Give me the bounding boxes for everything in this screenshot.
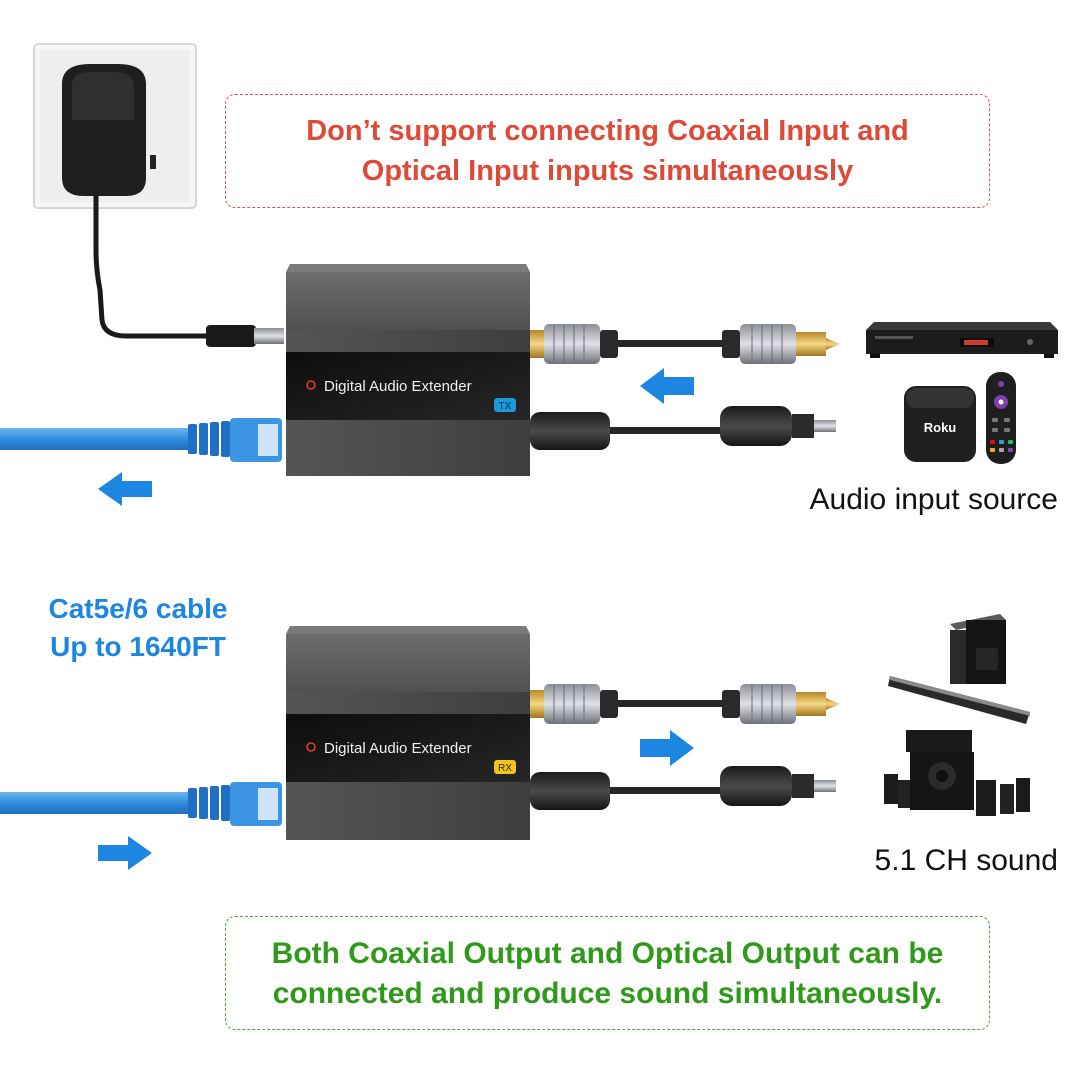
arrow-left-icon-input [640,368,694,404]
streaming-box-brand: Roku [924,420,957,435]
warning-note: Don’t support connecting Coaxial Input a… [225,94,990,208]
rx-badge: RX [498,763,512,774]
network-cable-tx [0,418,282,462]
streaming-box-icon: Roku [904,386,976,462]
remote-control-icon [986,372,1016,464]
transmitter-label: Digital Audio Extender [324,378,472,395]
cable-length: Up to 1640FT [50,631,226,662]
tx-badge-bg [494,398,516,412]
rx-badge-bg [494,760,516,774]
tx-optical-cable [530,406,836,450]
tx-coaxial-cable [530,324,840,364]
network-cable-rx [0,782,282,826]
info-note: Both Coaxial Output and Optical Output c… [225,916,990,1030]
cable-spec-label: Cat5e/6 cable Up to 1640FT [20,590,256,666]
sound-system-caption: 5.1 CH sound [874,844,1058,877]
info-line-1: Both Coaxial Output and Optical Output c… [271,937,944,970]
rx-coaxial-cable [530,684,840,724]
speaker-set-icon [884,730,1030,816]
audio-source-caption: Audio input source [809,483,1059,516]
transmitter-unit: Digital Audio Extender TX [286,264,530,476]
warning-line-2: Optical Input inputs simultaneously [361,155,854,187]
soundbar-icon [888,676,1030,724]
arrows [98,368,694,870]
subwoofer-tower-icon [950,614,1006,684]
receiver-label: Digital Audio Extender [324,740,472,757]
cable-type: Cat5e/6 cable [48,593,228,624]
warning-line-1: Don’t support connecting Coaxial Input a… [306,115,909,147]
dvd-player-icon [866,322,1058,358]
info-line-2: connected and produce sound simultaneous… [272,977,943,1010]
arrow-left-icon-cable-tx [98,472,152,506]
power-adapter [33,43,284,347]
receiver-unit: Digital Audio Extender RX [286,626,530,840]
arrow-right-icon-output [640,730,694,766]
rx-optical-cable [530,766,836,810]
arrow-right-icon-cable-rx [98,836,152,870]
tx-badge: TX [499,401,512,412]
